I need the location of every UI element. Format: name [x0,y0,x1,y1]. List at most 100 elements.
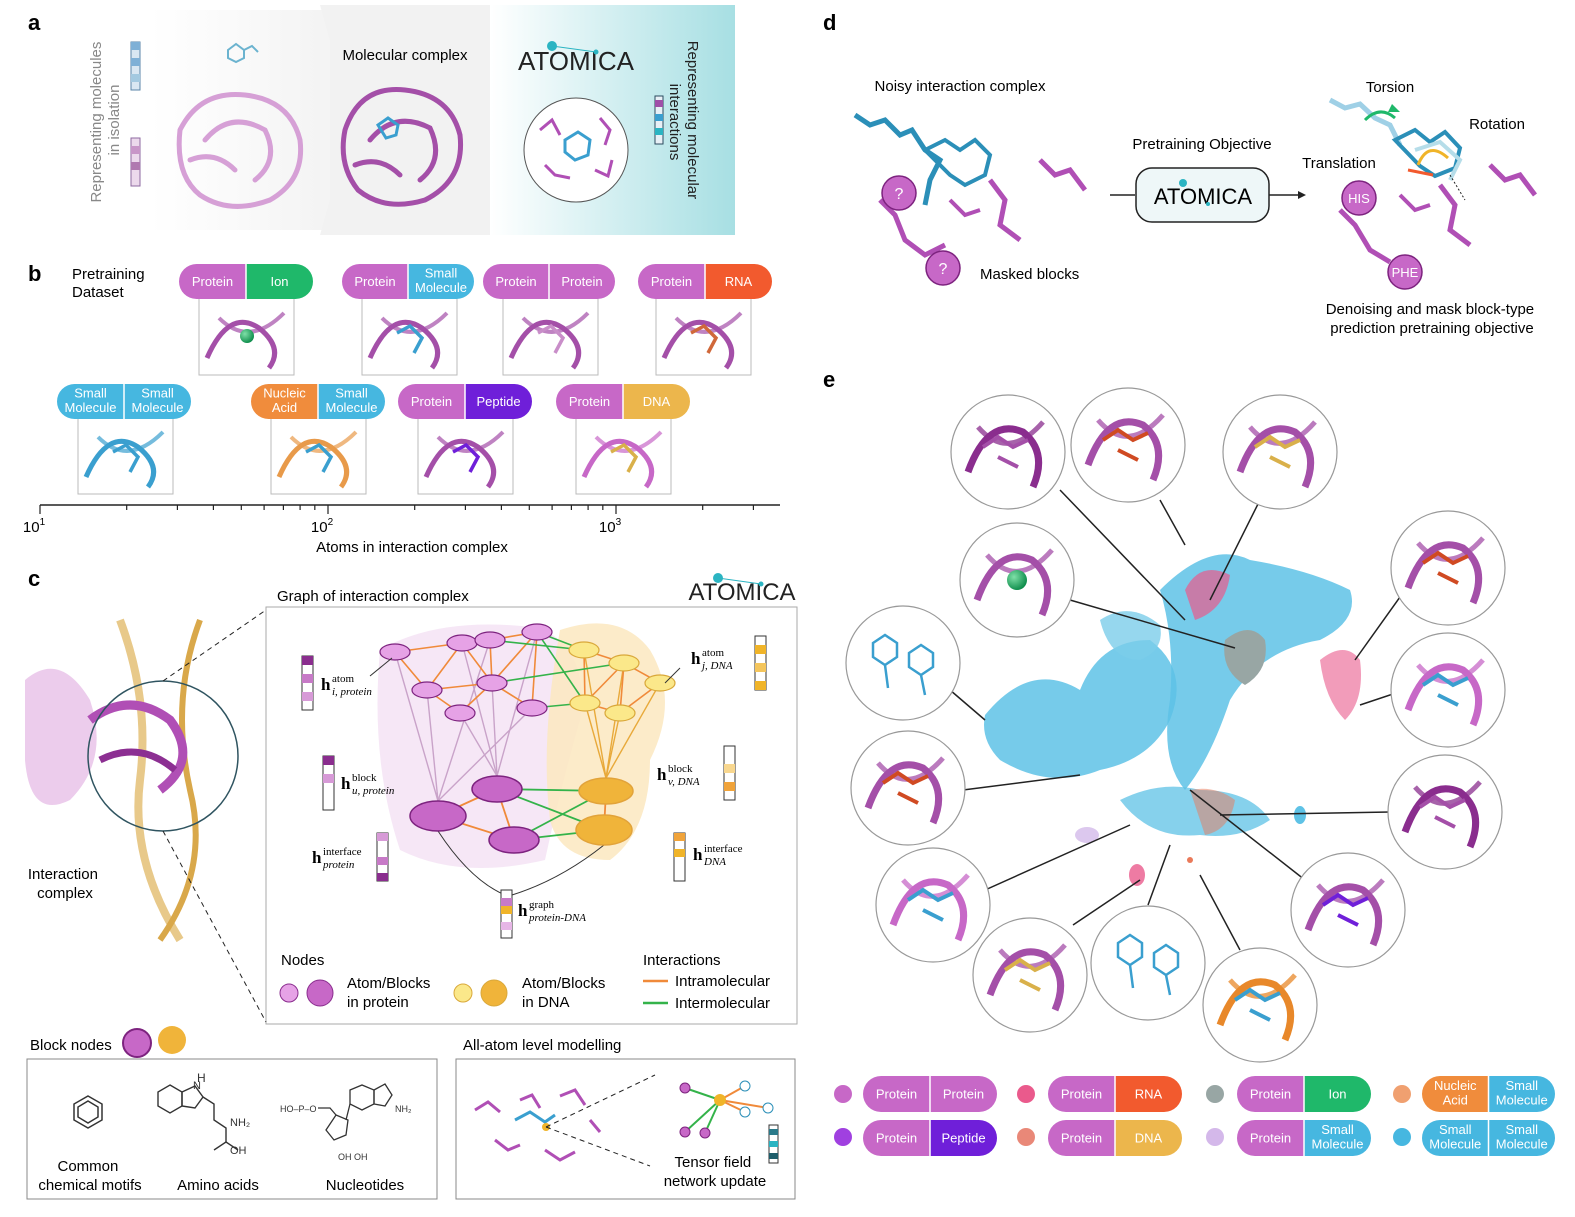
svg-text:N: N [193,1080,201,1092]
his-block [1341,180,1377,216]
protein-nodes-label: Atom/Blocks in protein [347,975,435,1011]
protein-atom-node [516,699,548,717]
dna-atom-node [608,654,640,672]
atom-to-block-edge [605,712,621,779]
svg-text:graph: graph [529,899,555,911]
rotation-arrow [1416,149,1450,166]
atomica-brand-d: ATOMICA [1154,184,1253,209]
protein-atom-node [476,674,508,692]
torsion-arrow [1363,110,1396,122]
dna-atom-node [568,641,600,659]
dataset-pill-4-right-label: RNA [725,274,753,289]
allatom-zoom-top [545,1074,656,1128]
leader-line [1219,811,1391,816]
example-structure-nucleic-small [1202,947,1318,1063]
dataset-pill-8-left-label: Protein [569,394,610,409]
atom-to-block-edge [459,712,498,777]
dataset-pill-6-right [318,384,385,419]
legend-pill-3-right [1304,1076,1371,1112]
vec-interface-dna [673,832,686,882]
example-structure-protein-ion [959,522,1075,638]
block-node-dna [158,1026,186,1054]
legend-swatch [1017,1085,1035,1103]
axis-title: Atoms in interaction complex [316,539,508,556]
tryptophan-icon: H N [157,1071,239,1151]
leader-line [1209,499,1261,601]
atom-node-protein-legend [279,983,299,1003]
inter-label: Intermolecular [675,995,770,1012]
translation-label: Translation [1302,155,1376,172]
leader-line [1199,874,1241,951]
svg-text:j, DNA: j, DNA [700,660,733,672]
protein-atom-node [521,623,553,641]
dataset-pill-5-right [124,384,191,419]
arrow-head [1298,191,1306,199]
leader-line [1147,844,1171,906]
svg-text:ATOMICA: ATOMICA [688,579,795,606]
allatom-title: All-atom level modelling [463,1037,621,1054]
axis-tick-label: 102 [311,517,334,536]
svg-text:interface: interface [323,846,362,858]
dna-atom-node [644,674,676,692]
torsion-label: Torsion [1366,79,1414,96]
objective-label: Pretraining Objective [1132,136,1271,153]
legend-pill-2-right-label: RNA [1135,1087,1163,1102]
leader-line [1072,879,1141,926]
atom-node-dna-legend [453,983,473,1003]
legend-swatch [1393,1085,1411,1103]
svg-text:h: h [312,848,322,867]
leader-line [1059,489,1186,621]
legend-pill-8-right [1488,1120,1555,1156]
legend-pill-7-right [1304,1120,1371,1156]
rotation-axis [1449,174,1466,201]
protein-atom-node [444,704,476,722]
legend-pill-2-left [1048,1076,1115,1112]
block-nodes-box [26,1058,438,1200]
legend-pill-3-left [1237,1076,1304,1112]
intermolecular-edge [491,662,625,684]
dataset-pill-3-right-label: Protein [561,274,602,289]
atom-to-block-edge [426,689,439,802]
structure-thumbnail [270,416,367,495]
panel-letter-b: b [28,261,41,286]
structure-thumbnail [655,297,752,376]
mask-q-1: ? [895,186,904,203]
embedding-vector-isolation-2 [130,137,141,187]
dataset-label: Pretraining Dataset [72,266,149,301]
ligand-in-circle [563,130,592,162]
legend-pill-5-right-label: Peptide [941,1131,985,1146]
block-node-protein-legend [306,979,334,1007]
dataset-pill-3-right [549,264,615,299]
vec-interface-protein [376,832,389,882]
svg-text:i, protein: i, protein [332,686,372,698]
legend-pill-3-left-label: Protein [1250,1087,1291,1102]
protein-atom-node [446,634,478,652]
structure-thumbnail [361,297,458,376]
example-structure-protein-rna [1390,510,1506,626]
dataset-pill-3-left [483,264,549,299]
protein-block-node [409,800,467,832]
oh-group: OH [230,1145,247,1157]
svg-text:protein: protein [322,859,355,871]
intermolecular-edge [536,631,586,704]
allatom-box [455,1058,796,1200]
legend-swatch [834,1085,852,1103]
protein-block-node [471,775,523,803]
phosphate-group: HO–P–O [280,1104,317,1114]
leader-line [962,774,1081,791]
dna-atom-node [569,694,601,712]
panel-d: d Noisy interaction complex ? ? Masked b… [823,10,1537,337]
tensor-vector [768,1124,779,1164]
